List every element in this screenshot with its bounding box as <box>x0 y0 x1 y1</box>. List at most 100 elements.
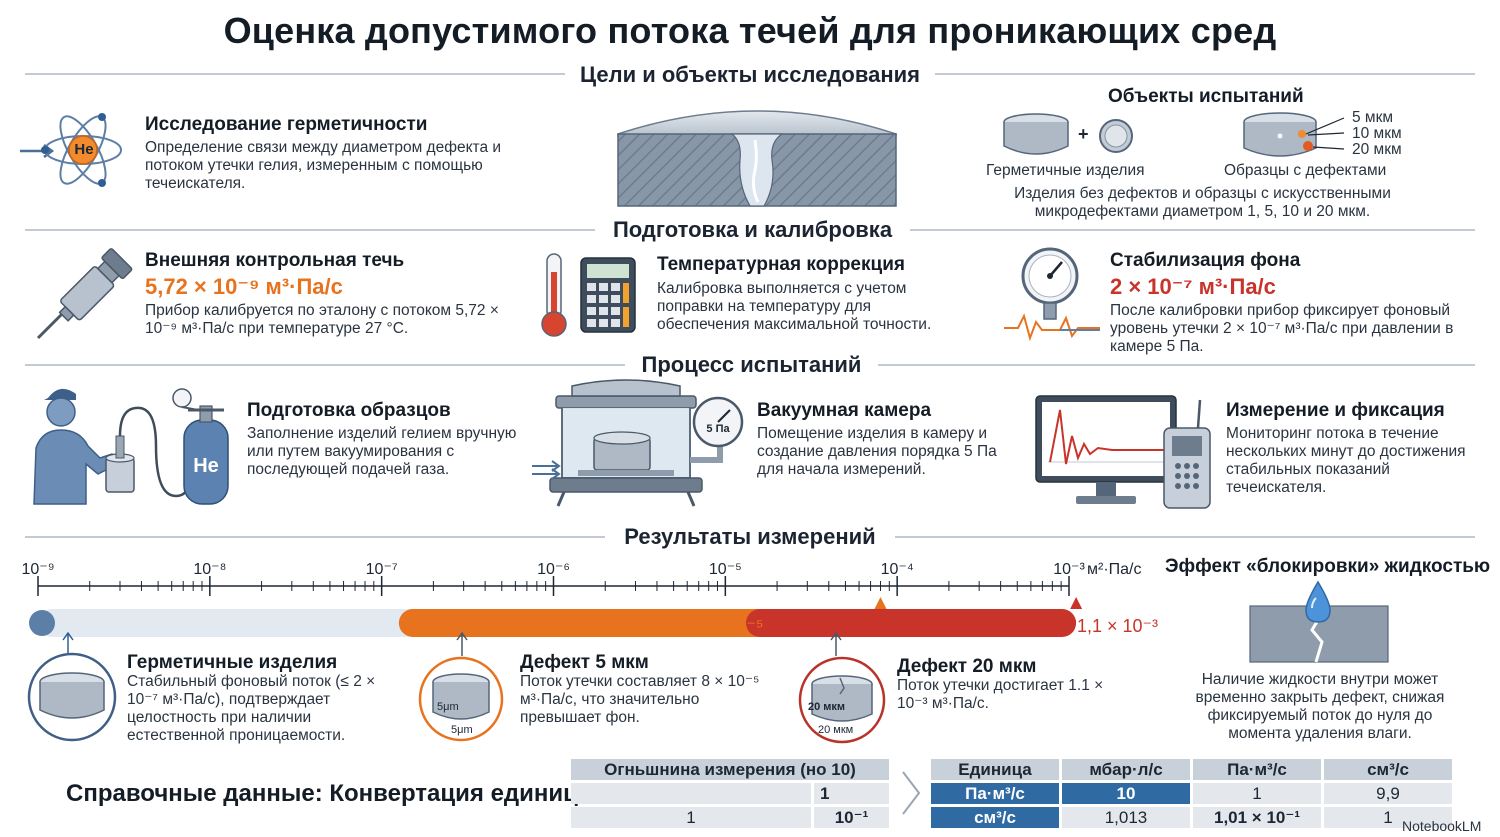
measure-heading: Измерение и фиксация <box>1226 400 1445 421</box>
background-text: После калибровки прибор фиксирует фоновы… <box>1110 302 1454 355</box>
left-table-header: Огньшнина измерения (но 10) <box>571 759 889 780</box>
section-divider <box>910 229 1475 231</box>
left-table-cell: 1 <box>571 807 811 828</box>
sealed-result-text: Стабильный фоновый поток (≤ 2 × 10⁻⁷ м³·… <box>127 673 376 744</box>
section-title-calibration: Подготовка и калибровка <box>612 217 893 242</box>
defect-samples-label: Образцы с дефектами <box>1224 162 1387 179</box>
size-label-20: 20 мкм <box>1352 141 1402 158</box>
cross-section-illustration <box>617 110 897 207</box>
chevron-right-icon <box>902 771 921 815</box>
right-table-cell-highlight: 10 <box>1062 783 1190 804</box>
size-label-5: 5 мкм <box>1352 109 1394 126</box>
right-table-cell: 1 <box>1193 783 1321 804</box>
axis-tick-label: 10⁻⁴ <box>881 561 914 578</box>
left-table-cell <box>571 783 811 804</box>
right-table-row-label: см³/с <box>931 807 1059 828</box>
axis-unit-label: м²·Па/с <box>1087 561 1142 578</box>
section-divider <box>895 536 1475 538</box>
hermeticity-text: Определение связи между диаметром дефект… <box>145 139 502 192</box>
bar-defect20 <box>745 609 1077 637</box>
measure-text: Мониторинг потока в течение нескольких м… <box>1226 425 1466 496</box>
axis-tick-label: 10⁻⁶ <box>537 561 570 578</box>
left-table-cell: 10⁻¹ <box>814 807 889 828</box>
external-leak-text: Прибор калибруется по эталону с потоком … <box>145 302 499 337</box>
defect20-text: Поток утечки достигает 1.1 × 10⁻³ м³·Па/… <box>897 677 1104 712</box>
axis-tick-label: 10⁻⁸ <box>193 561 226 578</box>
liquid-blocking-icon <box>1249 580 1389 663</box>
left-table-cell: 1 <box>814 783 889 804</box>
defect-sample-icon <box>1243 112 1345 157</box>
axis-tick-label: 10⁻⁹ <box>21 561 54 578</box>
defect5-text: Поток утечки составляет 8 × 10⁻⁵ м³·Па/с… <box>520 673 760 726</box>
section-divider <box>935 73 1475 75</box>
right-table-header: мбар·л/с <box>1062 759 1190 780</box>
blocking-text: Наличие жидкости внутри может временно з… <box>1195 671 1445 742</box>
prep-heading: Подготовка образцов <box>247 400 451 421</box>
pointer-arrow <box>830 631 842 641</box>
section-divider <box>25 73 565 75</box>
defect20-icon-label: 20 мкм <box>818 724 854 736</box>
defect20-result-icon <box>798 656 886 744</box>
background-heading: Стабилизация фона <box>1110 250 1301 271</box>
atom-label: He <box>74 141 94 158</box>
right-table-cell: 1,013 <box>1062 807 1190 828</box>
monitor-detector-icon <box>1035 395 1211 509</box>
right-table-cell: 1,01 × 10⁻¹ <box>1193 807 1321 828</box>
section-divider <box>25 536 605 538</box>
axis-tick-label: 10⁻⁵ <box>709 561 742 578</box>
section-title-results: Результаты измерений <box>624 524 876 549</box>
right-table-cell: 9,9 <box>1324 783 1452 804</box>
atom-icon <box>20 113 122 187</box>
objects-heading: Объекты испытаний <box>1108 86 1304 107</box>
left-conversion-table: Огньшнина измерения (но 10) 1 1 10⁻¹ <box>568 756 892 831</box>
objects-text: Изделия без дефектов и образцы с искусст… <box>1014 185 1391 220</box>
right-conversion-table: Единица мбар·л/с Па·м³/с см³/с Па·м³/с 1… <box>928 756 1455 831</box>
sealed-product-icon <box>1003 113 1133 155</box>
leak-flow-scale-chart: 10⁻⁹ 10⁻⁸ 10⁻⁷ 10⁻⁶ 10⁻⁵ 10⁻⁴ 10⁻³ <box>21 561 1085 656</box>
chamber-heading: Вакуумная камера <box>757 400 932 421</box>
right-table-header: Единица <box>931 759 1059 780</box>
worker-helium-icon <box>33 388 229 505</box>
external-leak-heading: Внешняя контрольная течь <box>145 250 405 271</box>
blocking-heading: Эффект «блокировки» жидкостью <box>1165 556 1491 577</box>
pointer-arrow <box>62 631 74 641</box>
section-title-goals: Цели и объекты исследования <box>580 62 920 87</box>
pointer-arrow <box>456 631 468 641</box>
hermeticity-heading: Исследование герметичности <box>145 114 428 135</box>
bar-red-label: 1,1 × 10⁻³ <box>1077 616 1159 636</box>
right-table-row-label: Па·м³/с <box>931 783 1059 804</box>
prep-text: Заполнение изделий гелием вручную или пу… <box>247 425 517 478</box>
leak-standard-icon <box>36 248 133 340</box>
section-divider <box>25 229 595 231</box>
defect5-icon-label: 5μm <box>451 724 473 736</box>
section-title-process: Процесс испытаний <box>641 352 862 377</box>
helium-cylinder-label: He <box>193 455 219 477</box>
vacuum-chamber-icon <box>532 379 744 507</box>
right-table-header: см³/с <box>1324 759 1452 780</box>
section-divider <box>25 364 625 366</box>
defect20-heading: Дефект 20 мкм <box>897 656 1037 677</box>
reference-title: Справочные данные: Конвертация единиц <box>66 780 578 807</box>
section-divider <box>878 364 1475 366</box>
right-table-cell: 1 <box>1324 807 1452 828</box>
size-label-10: 10 мкм <box>1352 125 1402 142</box>
plus-sign: + <box>1078 124 1089 144</box>
defect5-result-icon <box>418 656 504 742</box>
axis-tick-label: 10⁻³ <box>1053 561 1085 578</box>
brand-label: NotebookLM <box>1402 818 1482 834</box>
marker-defect20 <box>1070 597 1083 609</box>
temperature-heading: Температурная коррекция <box>657 254 905 275</box>
background-gauge-icon <box>1004 247 1100 342</box>
right-table-header: Па·м³/с <box>1193 759 1321 780</box>
defect20-inner-label: 20 мкм <box>808 701 846 713</box>
external-leak-value: 5,72 × 10⁻⁹ м³·Па/с <box>145 274 343 299</box>
sealed-result-icon <box>27 652 117 742</box>
sealed-products-label: Герметичные изделия <box>986 162 1145 179</box>
background-value: 2 × 10⁻⁷ м³·Па/с <box>1110 274 1276 299</box>
bar-orange-label: 8 × 10⁻⁵ <box>696 616 764 636</box>
sealed-result-heading: Герметичные изделия <box>127 652 338 673</box>
defect5-inner-label: 5μm <box>437 701 459 713</box>
axis-tick-label: 10⁻⁷ <box>366 561 398 578</box>
chamber-text: Помещение изделия в камеру и создание да… <box>757 425 997 478</box>
defect5-heading: Дефект 5 мкм <box>520 652 649 673</box>
